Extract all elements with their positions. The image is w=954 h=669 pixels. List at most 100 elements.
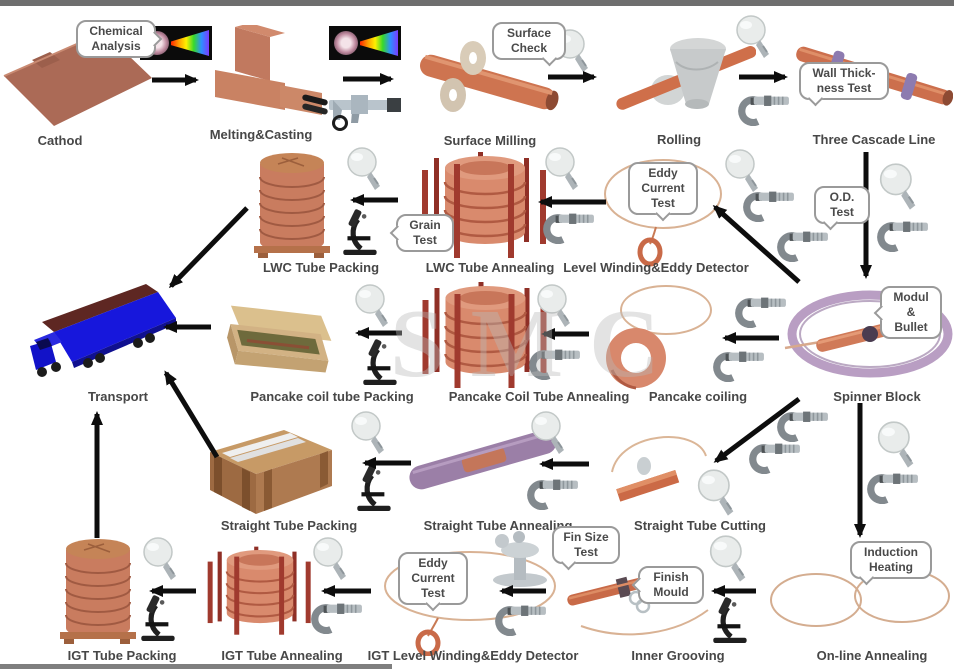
- callout-line: Eddy: [648, 166, 678, 180]
- bottom-border-bar: [0, 664, 392, 669]
- magnifier-icon: [877, 421, 915, 469]
- micrometer-icon: [730, 290, 788, 328]
- pancake-coiling-illustration: [606, 285, 712, 390]
- magnifier-icon: [143, 537, 177, 581]
- stage-label-pancake-annealing: Pancake Coil Tube Annealing: [448, 389, 630, 404]
- igt-tube-packing-illustration: [59, 538, 137, 645]
- magnifier-icon: [709, 535, 747, 583]
- callout-line: Bullet: [894, 320, 928, 334]
- stage-label-level-winding: Level Winding&Eddy Detector: [563, 260, 749, 275]
- callout-line: Induction: [864, 545, 918, 559]
- spectrum-rainbow: [360, 30, 398, 56]
- magnifier-icon: [736, 15, 770, 59]
- surface-milling-illustration: [420, 41, 559, 112]
- callout-finish-mould: Finish Mould: [638, 566, 704, 604]
- microscope-icon: [358, 336, 404, 386]
- callout-line: Test: [413, 233, 437, 247]
- microscope-icon: [136, 592, 182, 642]
- microscope-icon: [708, 594, 754, 644]
- callout-line: Chemical: [89, 24, 143, 38]
- stage-label-straight-packing: Straight Tube Packing: [220, 518, 358, 533]
- micrometer-icon: [524, 342, 582, 380]
- melting-casting-illustration: [215, 25, 328, 115]
- micrometer-icon: [862, 466, 920, 504]
- microscope-icon: [338, 206, 384, 256]
- micrometer-icon: [538, 206, 596, 244]
- stage-label-lwc-annealing: LWC Tube Annealing: [425, 260, 555, 275]
- magnifier-icon: [697, 469, 735, 517]
- callout-line: &: [906, 305, 916, 319]
- callout-line: ness Test: [816, 81, 872, 95]
- flame-spot: [334, 31, 358, 55]
- magnifier-icon: [313, 537, 347, 581]
- callout-modul-bullet: Modul & Bullet: [880, 286, 942, 339]
- micrometer-icon: [744, 436, 802, 474]
- stage-label-igt-level-winding: IGT Level Winding&Eddy Detector: [367, 648, 579, 663]
- callout-line: Test: [830, 205, 854, 219]
- stage-label-online-annealing: On-line Annealing: [816, 648, 928, 663]
- micrometer-icon: [708, 344, 766, 382]
- stage-label-straight-cutting: Straight Tube Cutting: [634, 518, 766, 533]
- stage-label-melting: Melting&Casting: [209, 127, 313, 142]
- spectrum-rainbow: [171, 30, 209, 56]
- lwc-tube-packing-illustration: [253, 152, 331, 259]
- profile-projector-icon: [493, 531, 547, 587]
- igt-level-winding-illustration: [384, 551, 556, 656]
- callout-chemical-analysis: Chemical Analysis: [76, 20, 156, 58]
- stage-label-pancake-packing: Pancake coil tube Packing: [250, 389, 414, 404]
- micrometer-icon: [733, 88, 791, 126]
- stage-label-lwc-packing: LWC Tube Packing: [262, 260, 380, 275]
- callout-line: Mould: [653, 585, 689, 599]
- callout-line: Test: [574, 545, 598, 559]
- stage-label-straight-annealing: Straight Tube Annealing: [423, 518, 573, 533]
- transport-truck-illustration: [30, 284, 176, 377]
- caliper-icon: [327, 93, 403, 131]
- callout-eddy-current-test-lwc: Eddy Current Test: [628, 162, 698, 215]
- callout-line: Check: [510, 41, 548, 55]
- magnifier-icon: [537, 284, 571, 328]
- top-border-bar: [0, 0, 954, 6]
- callout-line: Fin Size: [563, 530, 609, 544]
- micrometer-icon: [490, 598, 548, 636]
- straight-cutting-illustration: [611, 436, 707, 502]
- rolling-illustration: [616, 38, 756, 110]
- callout-wall-thickness-test: Wall Thick- ness Test: [799, 62, 889, 100]
- magnifier-icon: [355, 284, 389, 328]
- callout-line: Grain: [409, 218, 441, 232]
- callout-grain-test: Grain Test: [396, 214, 454, 252]
- stage-label-igt-packing: IGT Tube Packing: [67, 648, 177, 663]
- callout-line: Test: [421, 586, 445, 600]
- micrometer-icon: [738, 184, 796, 222]
- callout-induction-heating: Induction Heating: [850, 541, 932, 579]
- straight-annealing-illustration: [409, 430, 557, 490]
- microscope-icon: [352, 462, 398, 512]
- stage-label-pancake-coiling: Pancake coiling: [648, 389, 748, 404]
- callout-line: Current: [411, 571, 455, 585]
- micrometer-icon: [772, 224, 830, 262]
- igt-tube-annealing-illustration: [206, 545, 312, 636]
- callout-eddy-current-test-igt: Eddy Current Test: [398, 552, 468, 605]
- flow-arrow-8: [168, 206, 249, 289]
- straight-packing-illustration: [210, 430, 332, 514]
- callout-line: Analysis: [91, 39, 141, 53]
- stage-label-cathod: Cathod: [37, 133, 83, 148]
- callout-line: O.D.: [829, 190, 855, 204]
- magnifier-icon: [351, 411, 385, 455]
- magnifier-icon: [347, 147, 381, 191]
- callout-line: Surface: [506, 26, 552, 40]
- callout-line: Modul: [893, 290, 929, 304]
- callout-line: Wall Thick-: [812, 66, 876, 80]
- level-winding-illustration: [604, 159, 722, 267]
- callout-od-test: O.D. Test: [814, 186, 870, 224]
- callout-surface-check: Surface Check: [492, 22, 566, 60]
- callout-line: Eddy: [418, 556, 448, 570]
- callout-line: Current: [641, 181, 685, 195]
- stage-label-surface-milling: Surface Milling: [443, 133, 537, 148]
- pancake-packing-illustration: [227, 305, 332, 373]
- stage-label-three-cascade: Three Cascade Line: [812, 132, 936, 147]
- callout-fin-size-test: Fin Size Test: [552, 526, 620, 564]
- callout-line: Heating: [868, 560, 913, 574]
- callout-line: Test: [651, 196, 675, 210]
- stage-label-transport: Transport: [88, 389, 148, 404]
